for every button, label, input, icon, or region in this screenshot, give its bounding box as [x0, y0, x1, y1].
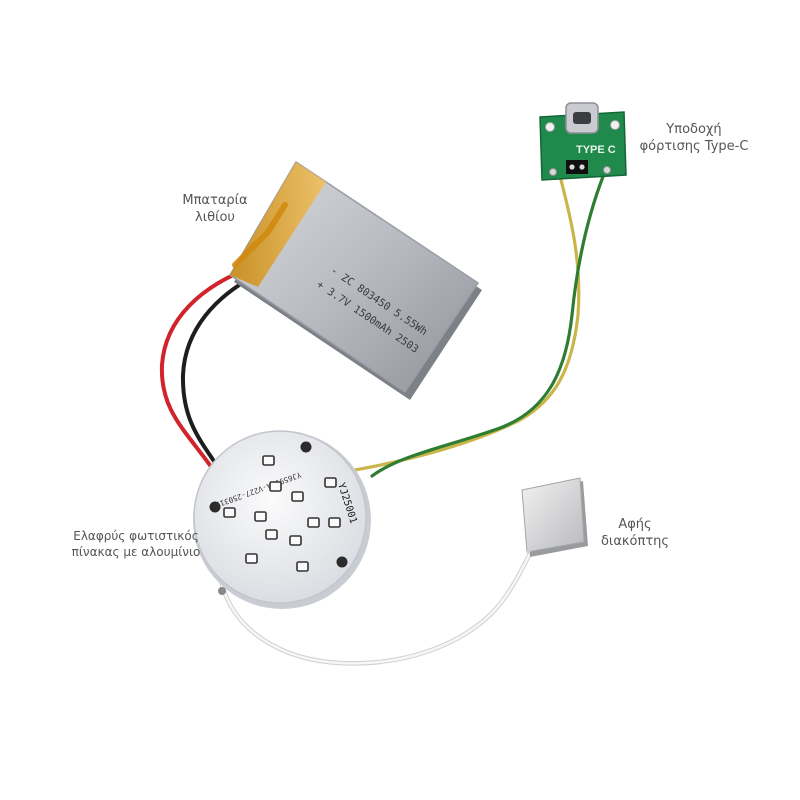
- label-type-c-socket: Υποδοχή φόρτισης Type-C: [639, 122, 749, 154]
- yellow-wire: [353, 174, 581, 472]
- led: [296, 561, 309, 572]
- led-array: [223, 455, 341, 572]
- aluminium-light-board: YJ25001 YJ65993A-V227-250319: [193, 430, 371, 609]
- label-lithium-battery: Μπαταρία λιθίου: [182, 193, 248, 225]
- led: [291, 491, 304, 502]
- led: [328, 517, 341, 528]
- led: [289, 535, 302, 546]
- led: [269, 481, 282, 492]
- type-c-charging-board: TYPE C: [539, 102, 627, 181]
- lithium-battery: - ZC 803450 5.55Wh + 3.7V 1500mAh 2503: [228, 160, 482, 400]
- led: [262, 455, 275, 466]
- led: [245, 553, 258, 564]
- label-touch-switch: Αφής διακόπτης: [600, 517, 670, 549]
- white-wire: [219, 542, 538, 666]
- led: [265, 529, 278, 540]
- touch-switch-pad: [521, 477, 588, 557]
- led: [223, 507, 236, 518]
- led: [324, 477, 337, 488]
- led: [254, 511, 267, 522]
- green-wire: [370, 172, 606, 478]
- label-light-board: Ελαφρύς φωτιστικός πίνακας με αλουμίνιο: [71, 529, 201, 559]
- led: [307, 517, 320, 528]
- red-wire: [159, 263, 260, 470]
- black-wire: [180, 270, 264, 472]
- pcb-type-c-print: TYPE C: [576, 144, 616, 156]
